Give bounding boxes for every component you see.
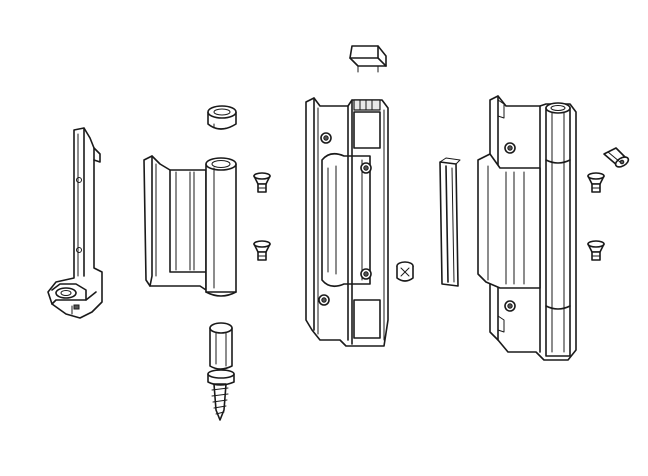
countersunk-screw-lower: [253, 240, 271, 261]
countersunk-screw-right-lower: [587, 240, 605, 261]
sash-hinge-body: [305, 97, 389, 347]
hinge-pin-with-screw: [207, 322, 235, 421]
countersunk-screw-upper: [253, 172, 271, 193]
countersunk-screw-right-upper: [587, 172, 605, 193]
frame-hinge-leaf: [143, 155, 237, 297]
hinge-cover: [477, 95, 577, 361]
top-end-cap: [207, 105, 237, 130]
grub-screw: [603, 147, 630, 168]
sash-top-cap: [349, 45, 387, 73]
pin-screw: [396, 261, 414, 282]
packing-plate: [439, 157, 461, 287]
frame-mounting-plate: [47, 127, 103, 319]
